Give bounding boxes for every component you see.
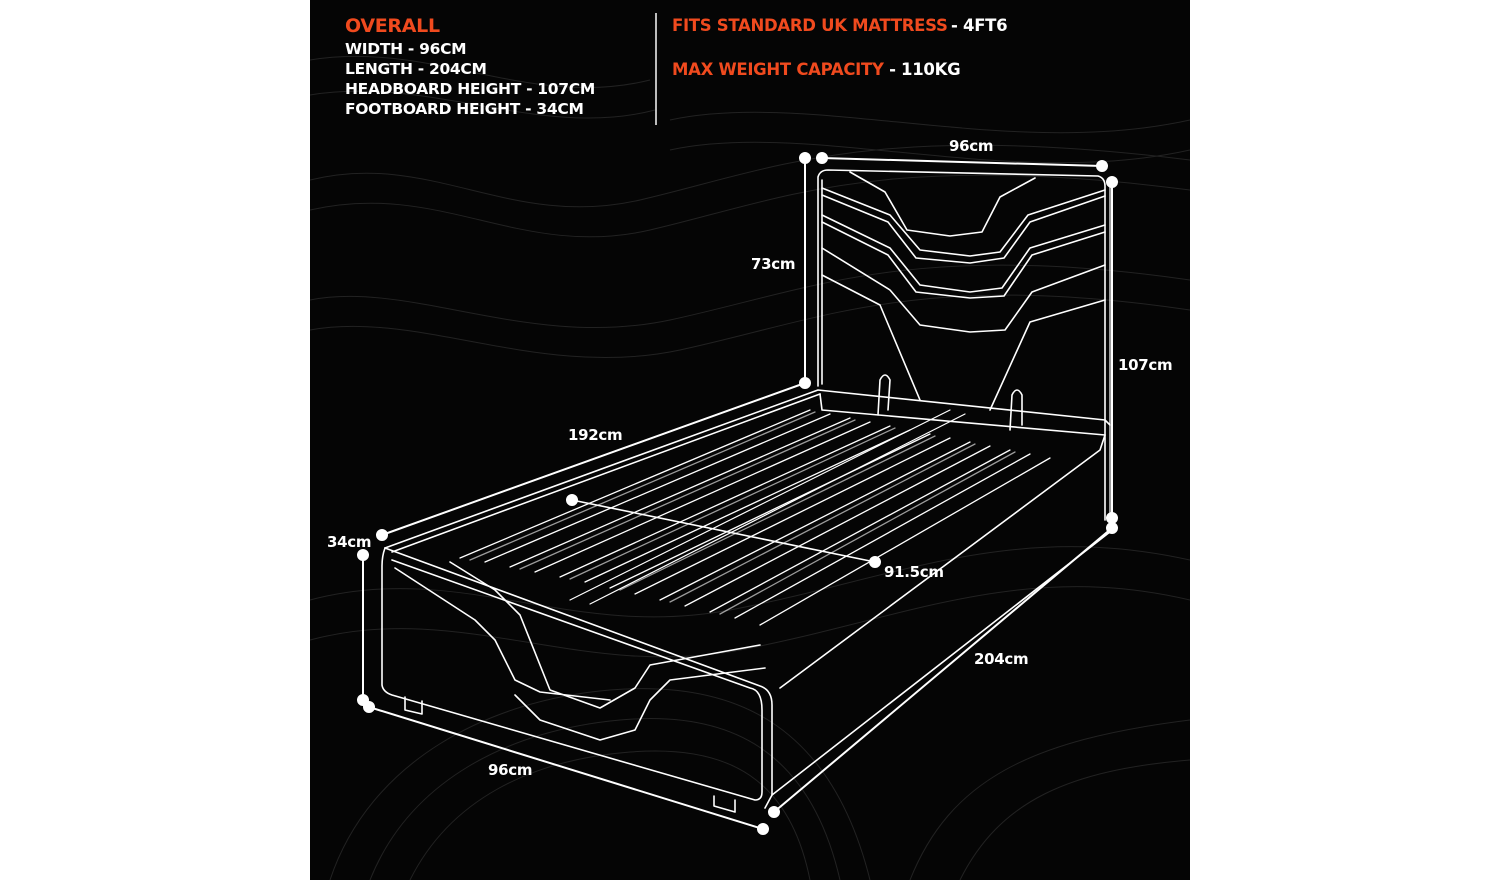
overall-title: OVERALL: [345, 15, 440, 37]
spec-footboard-height: FOOTBOARD HEIGHT - 34CM: [345, 100, 584, 118]
mattress-fit-value: - 4FT6: [951, 16, 1008, 35]
max-weight-label: MAX WEIGHT CAPACITY: [672, 60, 884, 79]
label-internal-width: 91.5cm: [884, 563, 944, 581]
spec-divider: [655, 13, 657, 125]
max-weight: MAX WEIGHT CAPACITY - 110KG: [672, 60, 961, 80]
label-internal-length: 192cm: [568, 426, 623, 444]
spec-width: WIDTH - 96CM: [345, 40, 467, 58]
spec-headboard-height: HEADBOARD HEIGHT - 107CM: [345, 80, 595, 98]
label-footboard-height: 34cm: [327, 533, 372, 551]
bed-dimension-diagram: OVERALL WIDTH - 96CM LENGTH - 204CM HEAD…: [310, 0, 1190, 880]
label-footboard-width: 96cm: [488, 761, 533, 779]
spec-length: LENGTH - 204CM: [345, 60, 487, 78]
dimension-lines: [357, 152, 1118, 835]
bed-line-drawing: [310, 55, 1190, 880]
label-headboard-panel-height: 73cm: [751, 255, 796, 273]
mattress-fit: FITS STANDARD UK MATTRESS - 4FT6: [672, 16, 1008, 36]
max-weight-value: - 110KG: [889, 60, 961, 79]
label-total-length: 204cm: [974, 650, 1029, 668]
contour-background-pattern: [310, 55, 1190, 880]
mattress-fit-label: FITS STANDARD UK MATTRESS: [672, 16, 948, 35]
label-headboard-total-height: 107cm: [1118, 356, 1173, 374]
label-headboard-width: 96cm: [949, 137, 994, 155]
